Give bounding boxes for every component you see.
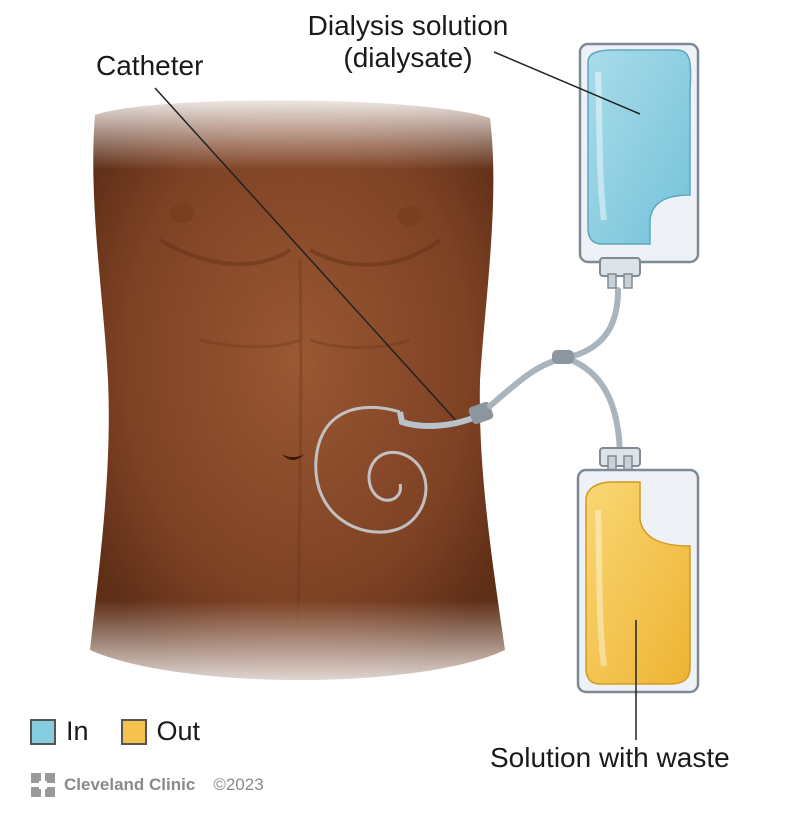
copyright: ©2023	[213, 775, 264, 794]
tubing	[487, 287, 623, 463]
catheter-exit	[397, 411, 480, 429]
torso	[60, 90, 530, 700]
dialysate-label: Dialysis solution (dialysate)	[290, 10, 526, 74]
y-connector	[552, 350, 574, 364]
coiled-catheter	[314, 405, 428, 534]
credit: Cleveland Clinic ©2023	[30, 772, 264, 798]
legend-in-label: In	[66, 716, 89, 746]
brand-name: Cleveland Clinic	[64, 775, 196, 794]
left-nipple	[170, 203, 194, 223]
cleveland-clinic-logo-icon	[31, 773, 55, 797]
navel	[282, 454, 304, 460]
catheter-connector	[468, 401, 494, 425]
waste-bag	[576, 447, 700, 694]
waste-label: Solution with waste	[490, 742, 730, 773]
legend: In Out	[30, 716, 222, 747]
legend-in-swatch	[30, 718, 56, 745]
legend-out-label: Out	[156, 716, 201, 746]
catheter-label: Catheter	[96, 50, 204, 81]
right-nipple	[398, 206, 422, 226]
dialysate-bag	[578, 42, 700, 289]
dialysate-label-line1: Dialysis solution	[307, 10, 509, 41]
solution-leader-line	[493, 51, 641, 115]
catheter-leader-line	[154, 87, 461, 426]
dialysate-label-line2: (dialysate)	[343, 42, 473, 73]
legend-out-swatch	[120, 718, 147, 745]
